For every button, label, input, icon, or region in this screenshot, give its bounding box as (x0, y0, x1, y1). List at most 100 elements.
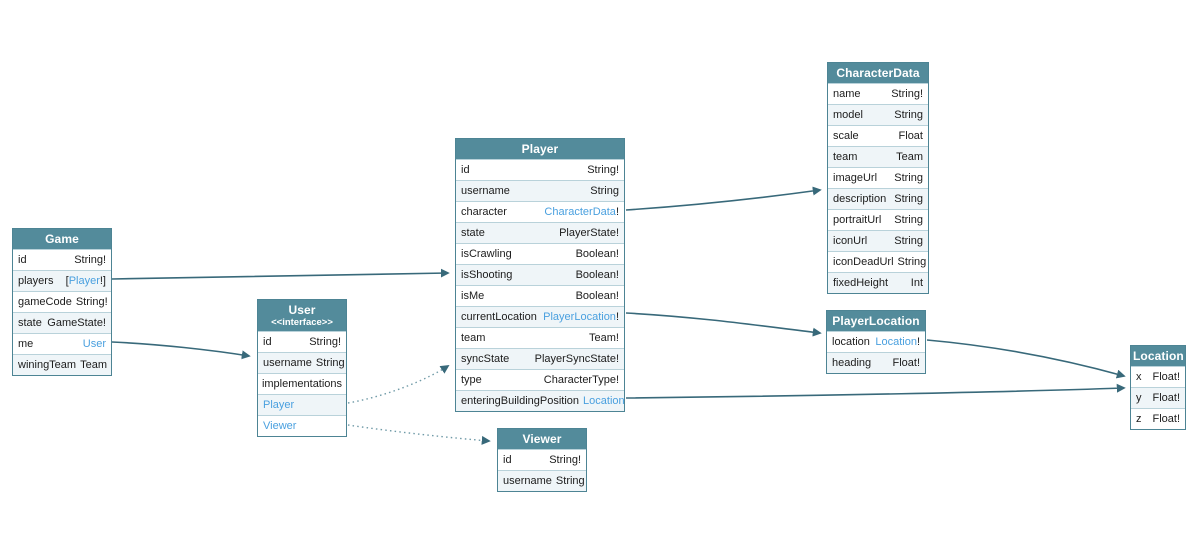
table-header-user[interactable]: User<<interface>> (258, 300, 346, 332)
table-header-characterdata[interactable]: CharacterData (828, 63, 928, 84)
field-type: CharacterData! (544, 206, 619, 218)
type-link[interactable]: User (82, 338, 106, 351)
field-name: type (461, 374, 482, 387)
field-name: username (503, 475, 552, 488)
field-name: winingTeam (18, 359, 77, 372)
field-name: team (461, 332, 486, 345)
field-row-players[interactable]: players [Player!] (13, 270, 111, 292)
field-type: Int (910, 277, 923, 290)
field-type: String! (74, 254, 106, 267)
field-name: imageUrl (833, 172, 878, 185)
field-name: iconDeadUrl (833, 256, 894, 269)
type-modifier: ! (615, 206, 619, 219)
field-type: String (894, 214, 923, 227)
field-type: String! (587, 164, 619, 177)
table-title: User (288, 303, 316, 317)
field-type: String (555, 475, 585, 488)
field-row-team: team Team! (456, 327, 624, 349)
field-type: [Player!] (66, 275, 106, 287)
interface-stereotype-label: <<interface>> (271, 317, 333, 329)
type-link[interactable]: Location (583, 395, 624, 408)
field-type: Location! (875, 336, 920, 348)
field-type: PlayerSyncState! (534, 353, 619, 366)
field-type: User (83, 338, 106, 350)
field-type: String! (309, 336, 341, 349)
field-type: String! (891, 88, 923, 101)
type-modifier: ! (916, 336, 920, 349)
table-header-game[interactable]: Game (13, 229, 111, 250)
field-name: portraitUrl (833, 214, 882, 227)
field-row-portraiturl: portraitUrl String (828, 209, 928, 231)
type-link[interactable]: CharacterData (544, 206, 616, 219)
field-type: Team! (589, 332, 619, 345)
type-link[interactable]: Location (875, 336, 917, 349)
field-name: scale (833, 130, 859, 143)
type-modifier: ! (615, 311, 619, 324)
implementation-row-viewer[interactable]: Viewer (258, 415, 346, 437)
field-name: players (18, 275, 54, 288)
field-type: String (894, 235, 923, 248)
field-row-id: id String! (13, 249, 111, 271)
field-name: state (461, 227, 485, 240)
table-header-location[interactable]: Location (1131, 346, 1185, 367)
field-row-isme: isMe Boolean! (456, 285, 624, 307)
field-name: enteringBuildingPosition (461, 395, 580, 408)
field-name: username (263, 357, 312, 370)
edge-player-enteringbuildingposition-to-location (625, 383, 1126, 399)
type-link[interactable]: Player (68, 275, 100, 288)
table-title: PlayerLocation (832, 314, 920, 328)
field-name: isMe (461, 290, 485, 303)
edge-user-player-to-player (347, 365, 450, 404)
field-name: fixedHeight (833, 277, 889, 290)
implementation-row-player[interactable]: Player (258, 394, 346, 416)
field-type: Boolean! (575, 290, 619, 303)
implementations-label: implementations (261, 378, 343, 391)
edge-game-players-to-player (111, 268, 450, 280)
field-type: String (315, 357, 345, 370)
table-header-player[interactable]: Player (456, 139, 624, 160)
table-title: CharacterData (836, 66, 920, 80)
table-header-playerlocation[interactable]: PlayerLocation (827, 311, 925, 332)
field-type: String (894, 172, 923, 185)
field-name: z (1136, 413, 1142, 426)
field-type: Team (896, 151, 923, 164)
edge-game-me-to-user (111, 341, 251, 360)
field-type: String (894, 193, 923, 206)
implementation-type-link[interactable]: Player (263, 399, 295, 412)
field-name: id (18, 254, 27, 267)
field-type: CharacterType! (543, 374, 619, 387)
field-name: description (833, 193, 887, 206)
table-header-viewer[interactable]: Viewer (498, 429, 586, 450)
field-type: String (897, 256, 927, 269)
field-type: Boolean! (575, 248, 619, 261)
type-link[interactable]: PlayerLocation (543, 311, 616, 324)
implementation-type-link[interactable]: Viewer (263, 420, 297, 433)
